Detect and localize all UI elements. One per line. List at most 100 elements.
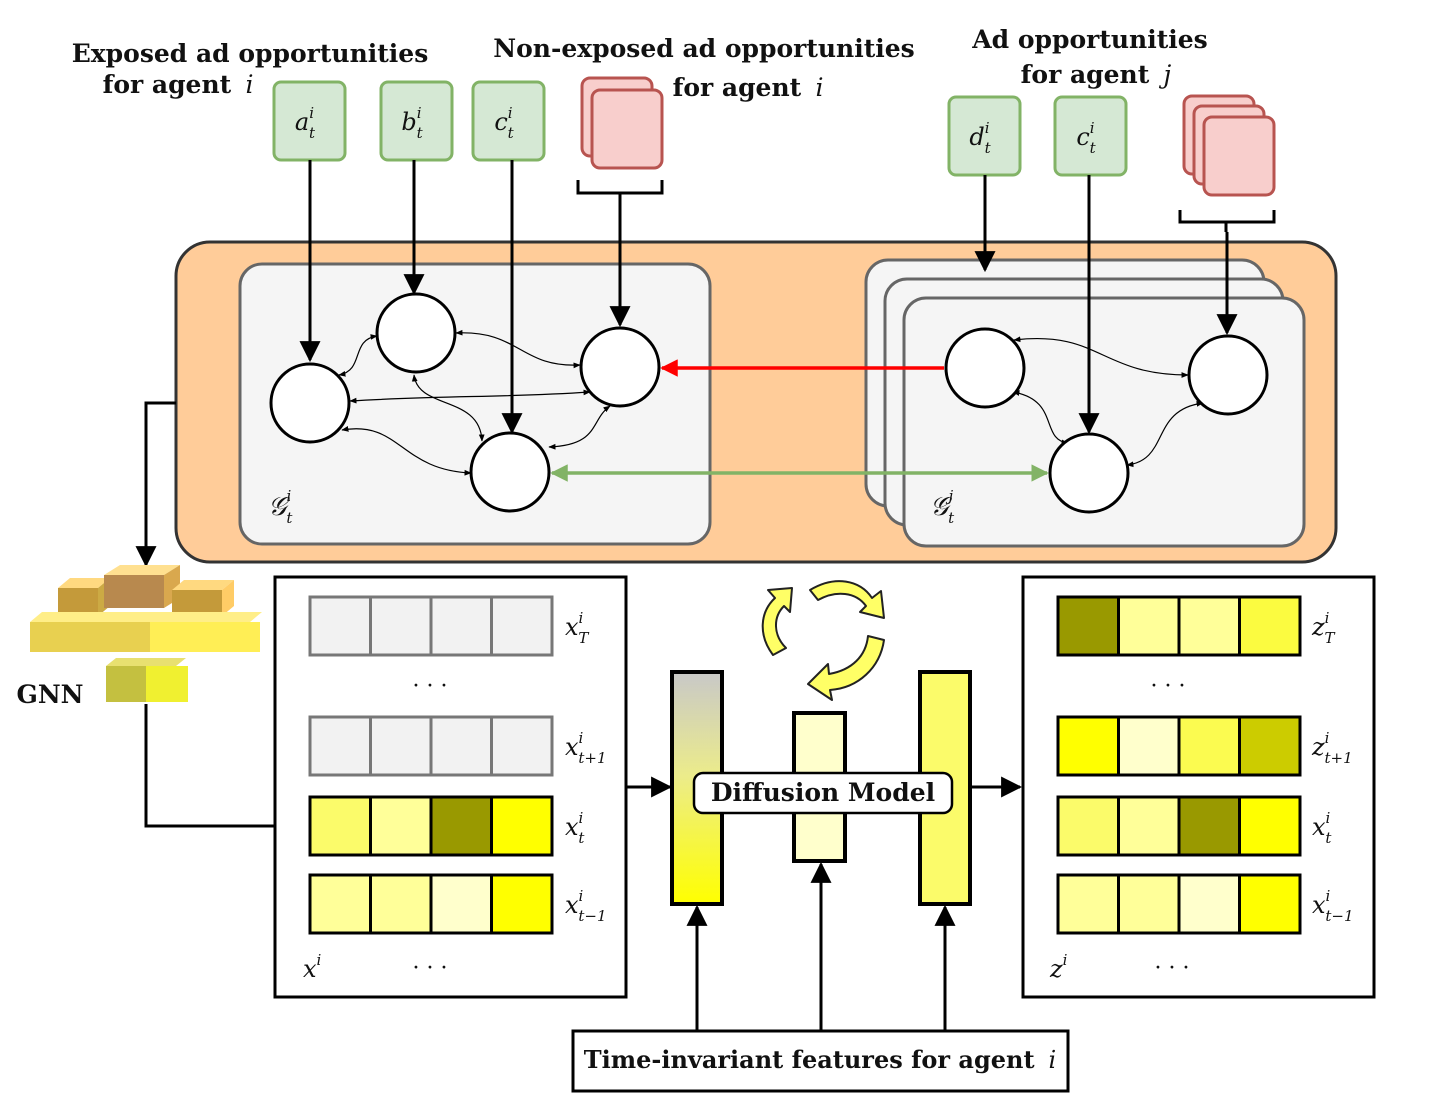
- node-c[interactable]: [469, 431, 551, 513]
- diffusion-label: Diffusion Model: [711, 778, 935, 807]
- gnn-label: GNN: [16, 680, 83, 709]
- left-cell-3-1: [369, 873, 433, 935]
- svg-text:cit: cit: [494, 104, 514, 142]
- left-cell-3-2: [429, 873, 493, 935]
- brace-nonexposed: [576, 180, 664, 202]
- graph-j-nodes: [944, 327, 1269, 514]
- node-b[interactable]: [375, 292, 457, 374]
- svg-text:ait: ait: [295, 104, 316, 142]
- left-cell-0-3: [490, 595, 554, 657]
- node-d[interactable]: [944, 327, 1026, 409]
- left-cell-1-0: [308, 715, 372, 777]
- left-ellipsis-top: · · ·: [413, 674, 448, 699]
- right-cell-3-2: [1177, 873, 1241, 935]
- title-nonexposed-line1: Non-exposed ad opportunities: [493, 34, 915, 63]
- nonexposed-cards-j[interactable]: [1182, 94, 1276, 197]
- right-ellipsis-top: · · ·: [1151, 674, 1186, 699]
- node-nonexposed[interactable]: [579, 326, 661, 408]
- graph-i-edges: [338, 329, 611, 476]
- svg-text:cit: cit: [1076, 119, 1096, 157]
- right-cell-0-0: [1056, 595, 1120, 657]
- right-cell-2-3: [1238, 795, 1302, 857]
- graph-i-nodes: [269, 292, 661, 513]
- time-invariant-box: [571, 1029, 1070, 1093]
- right-cell-3-3: [1238, 873, 1302, 935]
- right-cell-0-1: [1117, 595, 1181, 657]
- diffusion-label-box: [692, 771, 954, 815]
- left-cell-2-0: [308, 795, 372, 857]
- title-nonexposed: Non-exposed ad opportunities for agent i: [493, 34, 915, 102]
- left-corner-label: xi: [303, 951, 322, 983]
- right-cell-0-3: [1238, 595, 1302, 657]
- time-invariant-label: Time-invariant features for agent i: [584, 1045, 1056, 1074]
- right-cell-1-3: [1238, 715, 1302, 777]
- input-arrows: [299, 160, 1238, 435]
- right-cell-0-2: [1177, 595, 1241, 657]
- node-a[interactable]: [269, 362, 351, 444]
- left-cell-0-2: [429, 595, 493, 657]
- gnn-icon[interactable]: [30, 565, 262, 702]
- graph-j-edges: [1012, 336, 1204, 468]
- gnn-input-arrow: [135, 401, 176, 568]
- right-cell-1-1: [1117, 715, 1181, 777]
- left-cell-2-1: [369, 795, 433, 857]
- left-cell-2-3: [490, 795, 554, 857]
- brace-nonexposed-j: [1178, 210, 1276, 232]
- left-cell-0-1: [369, 595, 433, 657]
- left-ellipsis-bottom: · · ·: [413, 956, 448, 981]
- left-cell-3-3: [490, 873, 554, 935]
- title-adopp-j-line2: for agent j: [1021, 60, 1172, 89]
- node-nonexposed-j[interactable]: [1187, 334, 1269, 416]
- title-adopp-j-line1: Ad opportunities: [971, 25, 1208, 54]
- right-cell-1-0: [1056, 715, 1120, 777]
- right-cell-3-0: [1056, 873, 1120, 935]
- node-c-j[interactable]: [1048, 432, 1130, 514]
- left-cell-1-1: [369, 715, 433, 777]
- title-exposed-line1: Exposed ad opportunities: [72, 39, 429, 68]
- right-cell-1-2: [1177, 715, 1241, 777]
- title-adopp-j: Ad opportunities for agent j: [971, 25, 1208, 89]
- time-invariant-arrows: [686, 861, 956, 1031]
- right-cell-2-2: [1177, 795, 1241, 857]
- left-cell-1-3: [490, 715, 554, 777]
- right-cell-3-1: [1117, 873, 1181, 935]
- left-cell-0-0: [308, 595, 372, 657]
- title-exposed-line2: for agent i: [103, 70, 254, 99]
- left-cell-3-0: [308, 873, 372, 935]
- svg-text:bit: bit: [401, 104, 423, 142]
- right-cell-2-1: [1117, 795, 1181, 857]
- right-corner-label: zi: [1049, 951, 1068, 983]
- title-exposed: Exposed ad opportunities for agent i: [72, 39, 429, 99]
- recycle-icon: [761, 580, 885, 701]
- nonexposed-cards[interactable]: [580, 76, 664, 170]
- left-cell-2-2: [429, 795, 493, 857]
- right-ellipsis-bottom: · · ·: [1155, 956, 1190, 981]
- svg-text:dit: dit: [969, 119, 991, 157]
- left-cell-1-2: [429, 715, 493, 777]
